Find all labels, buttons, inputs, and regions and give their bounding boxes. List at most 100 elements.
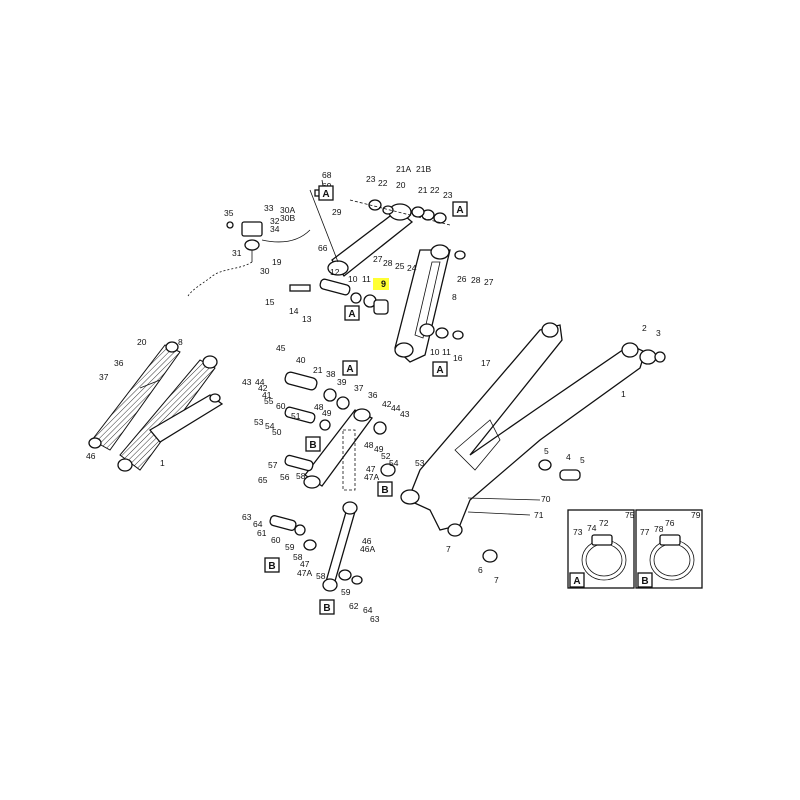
callout-c68: 68 xyxy=(322,170,332,180)
middle-linkage xyxy=(269,371,396,592)
section-marker-m7: B xyxy=(377,481,393,497)
callout-c17: 17 xyxy=(481,358,491,368)
callout-c56: 56 xyxy=(280,472,290,482)
callout-c8a: 8 xyxy=(452,292,457,302)
callout-c10a: 10 xyxy=(348,274,358,284)
callout-c43b: 43 xyxy=(400,409,410,419)
section-marker-label: A xyxy=(346,364,353,375)
lift-arm-part-1 xyxy=(400,322,666,563)
callout-c28b: 28 xyxy=(471,275,481,285)
callout-c59b: 59 xyxy=(341,587,351,597)
callout-c78: 78 xyxy=(654,524,664,534)
callout-c1a: 1 xyxy=(621,389,626,399)
callout-c28a: 28 xyxy=(383,258,393,268)
callout-c48b: 48 xyxy=(364,440,374,450)
pedal-linkage xyxy=(187,221,311,297)
callout-c61: 61 xyxy=(257,528,267,538)
section-marker-label: B xyxy=(323,603,330,614)
callout-c53b: 53 xyxy=(415,458,425,468)
callout-c53a: 53 xyxy=(254,417,264,427)
callout-c27b: 27 xyxy=(484,277,494,287)
callout-c10b: 10 xyxy=(430,347,440,357)
callout-c72: 72 xyxy=(599,518,609,528)
callout-c71: 71 xyxy=(534,510,544,520)
callout-c55: 55 xyxy=(264,396,274,406)
callout-c1b: 1 xyxy=(160,458,165,468)
pin-and-bushings xyxy=(289,278,389,315)
section-marker-m10: A xyxy=(569,572,585,588)
callout-c25: 25 xyxy=(395,261,405,271)
callout-c58b: 58 xyxy=(293,552,303,562)
callout-c34: 34 xyxy=(270,224,280,234)
callout-c5a: 5 xyxy=(544,446,549,456)
callout-c45: 45 xyxy=(276,343,286,353)
callout-c54a: 54 xyxy=(265,421,275,431)
callout-c40: 40 xyxy=(296,355,306,365)
callout-c37b: 37 xyxy=(354,383,364,393)
section-marker-label: A xyxy=(573,576,580,587)
callout-c79: 79 xyxy=(691,510,701,520)
callout-c47Ab: 47A xyxy=(297,568,312,578)
section-marker-m4: A xyxy=(432,361,448,377)
callout-c36a: 36 xyxy=(114,358,124,368)
callout-c27a: 27 xyxy=(373,254,383,264)
callout-c42a: 42 xyxy=(258,383,268,393)
callout-c32: 32 xyxy=(270,216,280,226)
callout-c49b: 49 xyxy=(374,444,384,454)
callout-c57: 57 xyxy=(268,460,278,470)
callout-c74: 74 xyxy=(587,523,597,533)
callout-c29: 29 xyxy=(332,207,342,217)
callout-c19: 19 xyxy=(272,257,282,267)
callout-c16: 16 xyxy=(453,353,463,363)
callout-c11b: 11 xyxy=(442,347,451,357)
callout-c52: 52 xyxy=(381,451,391,461)
callout-c11a: 11 xyxy=(362,274,371,284)
callout-c14: 14 xyxy=(289,306,299,316)
callout-c77: 77 xyxy=(640,527,650,537)
callout-c7b: 7 xyxy=(494,575,499,585)
callout-c44a: 44 xyxy=(255,377,265,387)
section-marker-m8: B xyxy=(264,557,280,573)
callout-c64b: 64 xyxy=(363,605,373,615)
callout-c13: 13 xyxy=(302,314,312,324)
callout-c46a: 46 xyxy=(86,451,96,461)
callout-c3: 3 xyxy=(656,328,661,338)
callout-c30: 30 xyxy=(260,266,270,276)
callout-c5b: 5 xyxy=(580,455,585,465)
callout-c65: 65 xyxy=(258,475,268,485)
bellcrank-part-8 xyxy=(394,244,466,363)
callout-c50: 50 xyxy=(272,427,282,437)
callout-c48a: 48 xyxy=(314,402,324,412)
callout-c4: 4 xyxy=(566,452,571,462)
callout-c58c: 58 xyxy=(316,571,326,581)
callout-c31: 31 xyxy=(232,248,242,258)
section-marker-label: A xyxy=(322,189,329,200)
callout-c23a: 23 xyxy=(366,174,376,184)
callout-c21B: 21B xyxy=(416,164,431,174)
callout-c23b: 23 xyxy=(443,190,453,200)
callout-c6: 6 xyxy=(478,565,483,575)
callout-c30A: 30A xyxy=(280,205,295,215)
callout-c73: 73 xyxy=(573,527,583,537)
callout-c33: 33 xyxy=(264,203,274,213)
callout-c49a: 49 xyxy=(322,408,332,418)
callout-c59a: 59 xyxy=(285,542,295,552)
callout-c30B: 30B xyxy=(280,213,295,223)
callout-c38: 38 xyxy=(326,369,336,379)
callout-c75: 75 xyxy=(625,510,635,520)
section-marker-label: B xyxy=(641,576,648,587)
section-marker-m9: B xyxy=(319,599,335,615)
callout-c9: 9 xyxy=(381,279,386,289)
callout-c58a: 58 xyxy=(296,471,306,481)
callout-labels: 686967232221A2021B2122233533323430A30B29… xyxy=(86,164,701,624)
callout-c60a: 60 xyxy=(276,401,286,411)
assembled-view-left xyxy=(88,341,224,472)
callout-c46b: 46 xyxy=(362,536,372,546)
callout-c47b: 47 xyxy=(300,559,310,569)
section-marker-m11: B xyxy=(637,572,653,588)
section-marker-m1: A xyxy=(318,185,334,201)
callout-c24: 24 xyxy=(407,263,417,273)
section-marker-m2: A xyxy=(452,201,468,217)
callout-c36b: 36 xyxy=(368,390,378,400)
